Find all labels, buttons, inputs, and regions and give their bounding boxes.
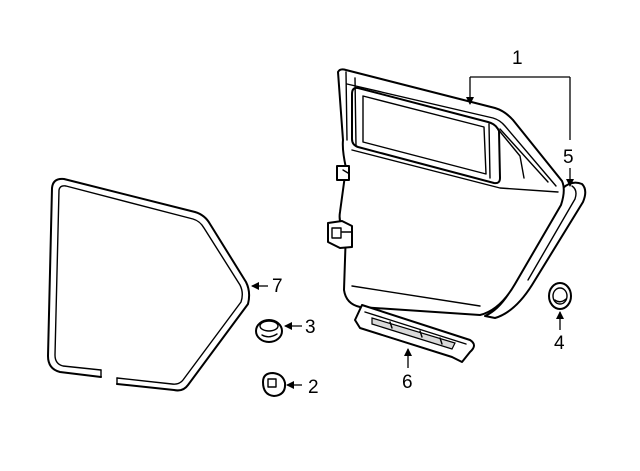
rear-door-shell	[327, 68, 565, 316]
leader-lines	[251, 76, 574, 389]
callout-1: 1	[512, 48, 523, 69]
callout-6: 6	[402, 372, 413, 393]
callout-7: 7	[272, 276, 283, 297]
door-bumper	[255, 319, 283, 343]
callout-5: 5	[563, 147, 574, 168]
round-grommet	[548, 282, 572, 310]
callout-4: 4	[554, 333, 565, 354]
callout-3: 3	[305, 317, 316, 338]
sill-plate	[354, 304, 475, 363]
door-plug	[262, 372, 287, 397]
callout-2: 2	[308, 377, 319, 398]
weatherstrip-seal	[47, 177, 251, 392]
